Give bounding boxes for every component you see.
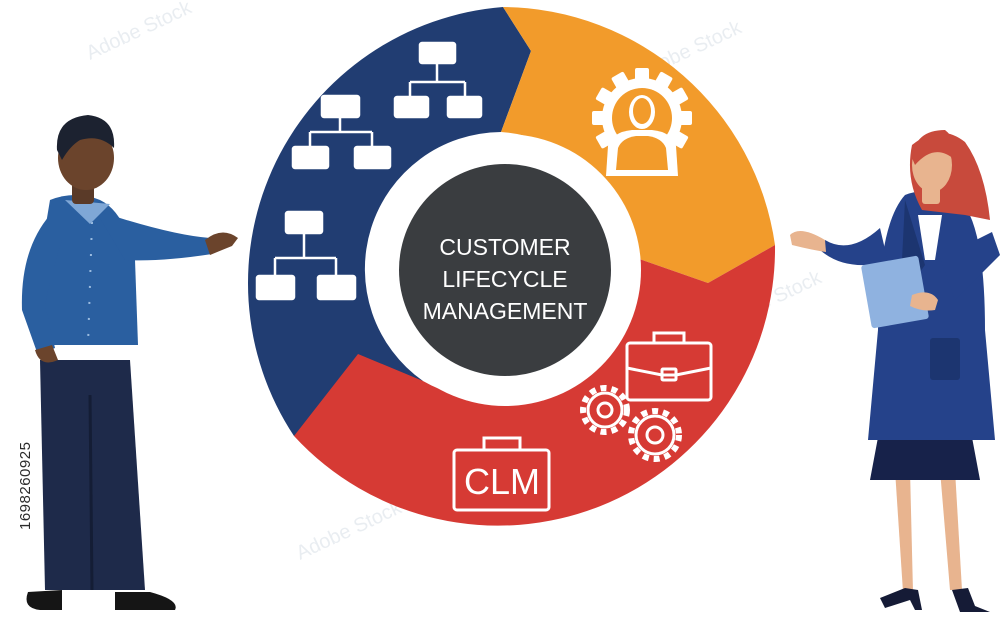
man-presenter xyxy=(21,115,238,610)
briefcase-icon xyxy=(625,331,713,402)
gears-icon xyxy=(580,385,682,462)
clm-label: CLM xyxy=(464,461,540,502)
user-gear-icon xyxy=(592,68,692,176)
watermark-text: Adobe Stock xyxy=(293,496,406,564)
lifecycle-ring: CUSTOMER LIFECYCLE MANAGEMENT xyxy=(247,7,776,526)
woman-presenter xyxy=(790,130,1000,612)
watermark-text: Adobe Stock xyxy=(83,0,196,65)
center-title-line-1: CUSTOMER xyxy=(439,234,570,260)
center-title-line-2: LIFECYCLE xyxy=(442,266,567,292)
center-circle xyxy=(399,164,611,376)
org-chart-icon xyxy=(255,41,483,301)
clm-badge: CLM xyxy=(452,436,551,512)
stock-id-label: 1698260925 xyxy=(17,442,34,530)
center-title-line-3: MANAGEMENT xyxy=(423,298,588,324)
